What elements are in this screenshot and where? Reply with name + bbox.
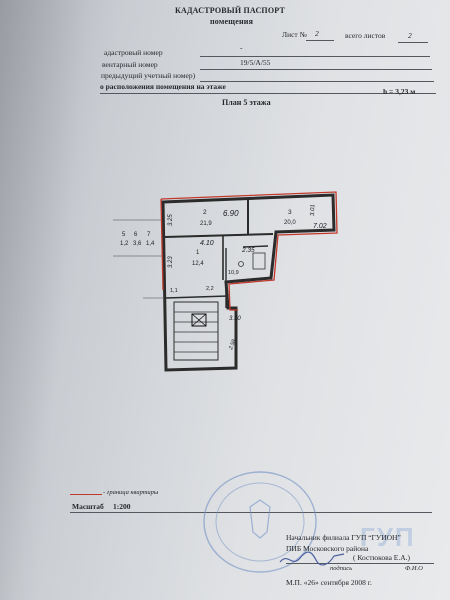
previous-number-line xyxy=(200,81,434,82)
room-6-area: 10,9 xyxy=(228,270,239,276)
inventory-number-label: вентарный номер xyxy=(102,60,158,69)
floor-location-label: о расположения помещения на этаже xyxy=(100,82,226,91)
document-subtitle: помещения xyxy=(210,17,254,26)
cadastral-number-label: адастровый номер xyxy=(104,48,163,57)
official-seal xyxy=(203,471,317,573)
watermark: ГУП xyxy=(360,522,416,552)
sheet-label: Лист № xyxy=(282,30,307,39)
side-table-cell: 7 xyxy=(147,232,151,238)
inventory-number-line xyxy=(200,69,432,70)
total-sheets-number: 2 xyxy=(408,31,412,40)
room-5-area: 2,2 xyxy=(206,286,214,292)
side-table-cell: 5 xyxy=(122,232,126,238)
dim-258: 2.58 xyxy=(228,338,238,352)
dim-690: 6.90 xyxy=(223,209,239,218)
person-name: ( Костюкова Е.А.) xyxy=(353,553,411,562)
previous-number-label: предыдущий учетный номер) xyxy=(101,71,196,80)
dim-235: 2.35 xyxy=(241,247,255,254)
org-line-2: ПИБ Московского района xyxy=(286,544,369,553)
signature-caption: подпись xyxy=(330,565,353,572)
scale-label: Масштаб xyxy=(72,502,104,511)
signature-scribble xyxy=(279,551,345,566)
fio-caption: Ф.И.О xyxy=(405,565,423,572)
dim-702: 7.02 xyxy=(313,223,327,230)
apartment-boundary xyxy=(160,191,338,311)
seal-emblem-icon xyxy=(249,499,271,539)
seal-inner-ring xyxy=(215,482,305,562)
dim-301: 3.01 xyxy=(310,204,316,216)
side-table-cell: 1,2 xyxy=(120,241,129,247)
room-3-number: 3 xyxy=(288,209,292,216)
date-line: М.П. «26» сентября 2008 г. xyxy=(286,578,372,587)
side-table-cell: 3,6 xyxy=(133,241,142,247)
wall-corridor xyxy=(164,233,274,238)
side-table-cell: 1,4 xyxy=(146,241,155,247)
wall-bath xyxy=(242,245,269,248)
sink xyxy=(238,261,244,267)
cadastral-number-line xyxy=(200,56,430,57)
dim-310: 3.10 xyxy=(229,316,241,322)
floor-plan: 5 6 7 1,2 3,6 1,4 2 21,9 3 20 xyxy=(113,191,338,372)
dim-325: 3.25 xyxy=(168,214,174,226)
plan-title: План 5 этажа xyxy=(222,98,271,107)
scale-value: 1:200 xyxy=(113,502,131,511)
inventory-number-value: 19/5/А/55 xyxy=(240,58,271,67)
boundary-legend: - граница квартиры xyxy=(103,489,159,496)
seal-outer-ring xyxy=(203,471,317,573)
room-1-area: 12,4 xyxy=(192,261,204,267)
org-line-1: Начальник филиала ГУП “ГУИОН” xyxy=(286,533,401,542)
side-table-cell: 6 xyxy=(134,232,138,238)
total-sheets-label: всего листов xyxy=(345,31,386,40)
signature-stroke xyxy=(279,551,345,566)
room-1-number: 1 xyxy=(196,250,200,256)
dim-323: 3.23 xyxy=(168,256,174,268)
elevator-shaft xyxy=(191,313,207,327)
boundary-legend-line xyxy=(70,494,102,495)
staircase xyxy=(173,301,219,361)
room-2-area: 21,9 xyxy=(200,221,212,227)
document-title: КАДАСТРОВЫЙ ПАСПОРТ xyxy=(175,6,285,15)
wall-stair xyxy=(165,295,229,299)
apartment-boundary-left xyxy=(160,198,164,291)
cadastral-number-value: - xyxy=(240,43,243,52)
dim-410: 4.10 xyxy=(200,240,214,247)
sheet-number: 2 xyxy=(315,29,319,38)
floor-location-line xyxy=(100,93,436,94)
bathtub xyxy=(252,252,266,270)
sheet-number-underline xyxy=(306,40,334,41)
signature-line xyxy=(286,563,434,564)
room-2-number: 2 xyxy=(203,209,207,216)
total-sheets-underline xyxy=(398,42,428,43)
ceiling-height: h = 3,23 м xyxy=(383,87,416,96)
room-4-area: 1,1 xyxy=(170,288,178,294)
elevator-cross xyxy=(191,313,207,327)
room-3-area: 20,0 xyxy=(284,220,296,226)
